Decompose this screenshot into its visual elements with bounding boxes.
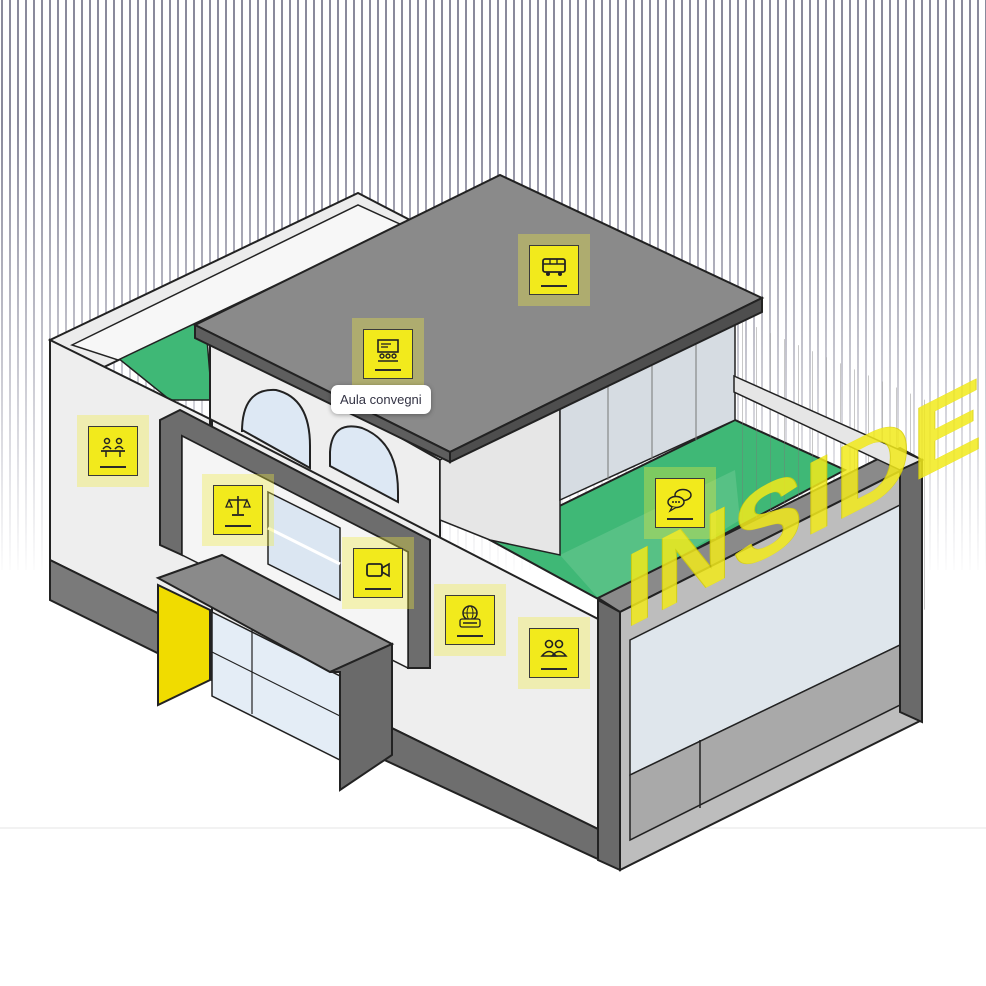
hotspot-bus[interactable]	[518, 234, 590, 306]
people-icon	[540, 639, 568, 657]
meeting-table-icon	[101, 437, 125, 457]
entrance-door	[157, 583, 211, 707]
chat-bubbles-icon	[667, 488, 692, 513]
hotspot-conference-room[interactable]	[352, 318, 424, 390]
right-end-column	[899, 458, 923, 724]
hotspot-legal[interactable]	[202, 474, 274, 546]
entrance-canopy-side	[329, 642, 393, 792]
window-shine	[267, 526, 341, 566]
hotspot-video[interactable]	[342, 537, 414, 609]
video-camera-icon	[366, 562, 390, 578]
hotspot-news[interactable]	[434, 584, 506, 656]
presentation-icon	[377, 339, 399, 362]
tooltip-label: Aula convegni	[340, 392, 422, 407]
arched-window-left	[241, 388, 311, 470]
room-tooltip: Aula convegni	[331, 385, 431, 414]
hotspot-chat[interactable]	[644, 467, 716, 539]
corner-column	[597, 598, 621, 872]
bus-icon	[542, 258, 566, 276]
scales-icon	[225, 496, 251, 516]
main-roof-edge-side	[449, 296, 763, 464]
hotspot-people[interactable]	[518, 617, 590, 689]
hotspot-meeting[interactable]	[77, 415, 149, 487]
news-globe-icon	[459, 605, 481, 628]
arched-window-right	[329, 425, 399, 504]
